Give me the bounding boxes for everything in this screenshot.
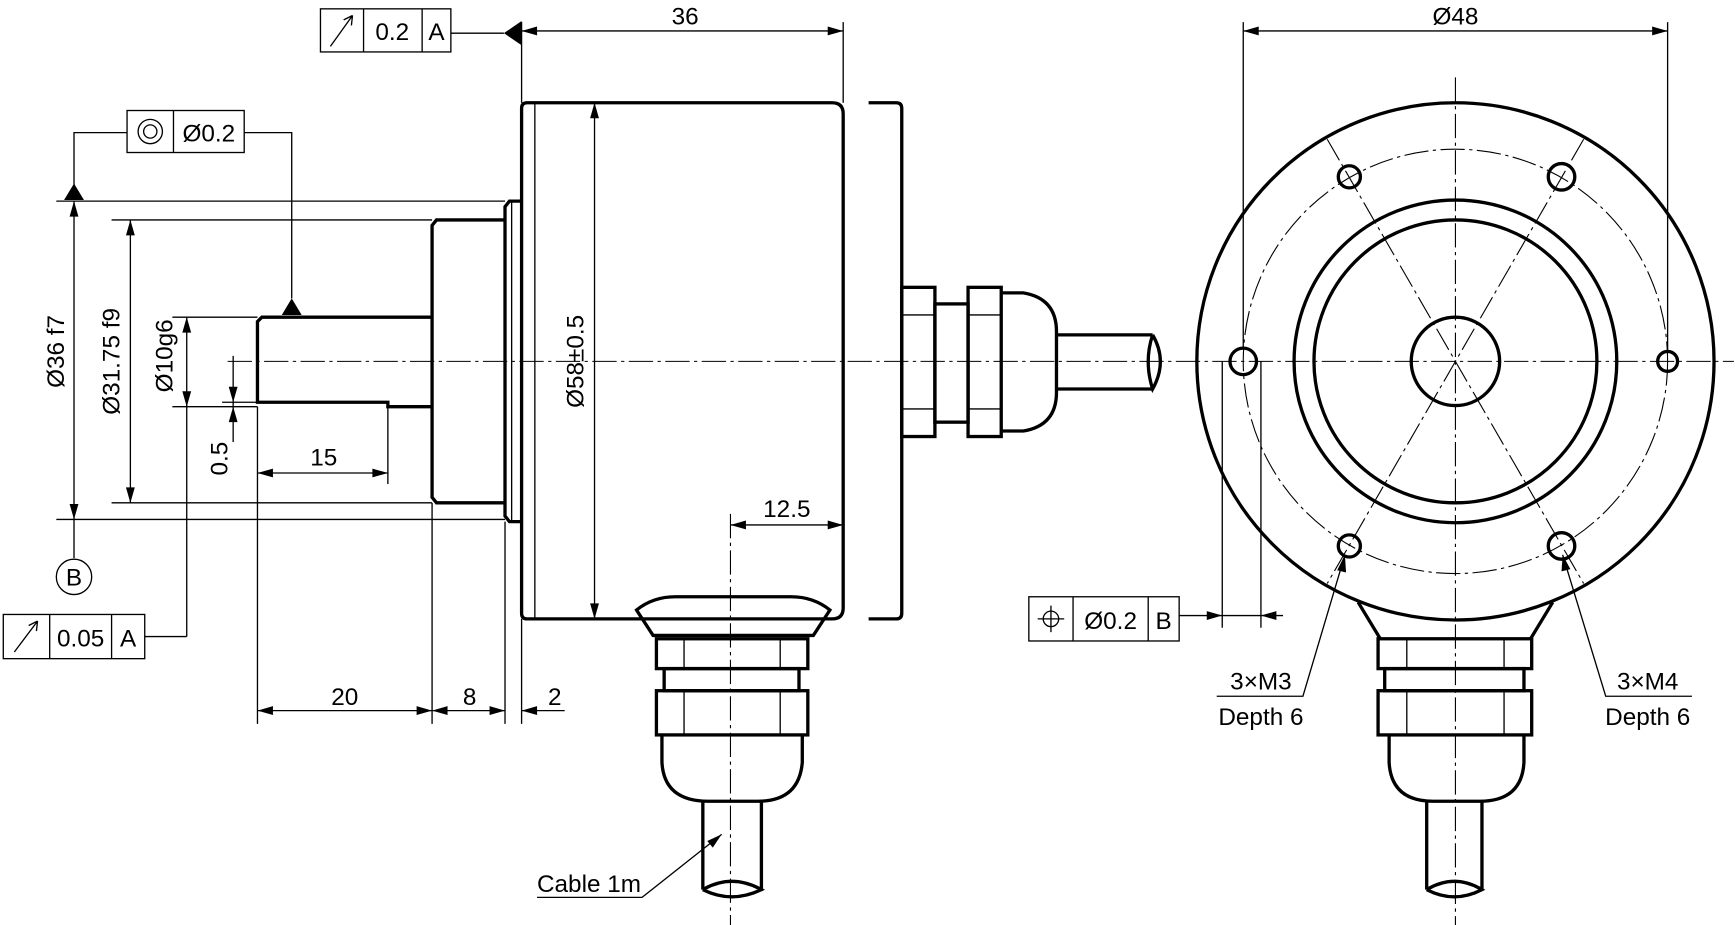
m4-depth-label: Depth 6 <box>1605 704 1690 731</box>
m3-depth-label: Depth 6 <box>1218 704 1303 731</box>
position-frame: Ø0.2 B <box>1028 596 1180 642</box>
thread-note-m3: 3×M3 Depth 6 <box>1216 554 1347 731</box>
cable-note: Cable 1m <box>537 833 723 899</box>
thread-note-m4: 3×M4 Depth 6 <box>1561 554 1692 731</box>
dim-flat-length: 15 <box>310 444 337 471</box>
side-cable-gland <box>900 285 1163 439</box>
hole <box>1336 164 1363 190</box>
runout-frame-bottom: 0.05 A <box>2 613 187 660</box>
dim-gland-offset: 12.5 <box>763 496 810 523</box>
dim-flange-diameter: Ø36 f7 <box>43 315 70 388</box>
m4-thread-label: 3×M4 <box>1617 669 1678 696</box>
dim-body-length: 36 <box>672 3 699 30</box>
dim-bolt-circle: Ø48 <box>1432 3 1478 30</box>
bottom-cable-gland <box>634 595 833 899</box>
cable-label: Cable 1m <box>537 871 641 898</box>
hole <box>1546 161 1577 192</box>
front-view <box>1195 101 1716 899</box>
runout-top-datum: A <box>428 19 445 46</box>
dim-body-diameter: Ø58±0.5 <box>562 315 589 408</box>
dimension-lines <box>56 22 1669 724</box>
runout-icon <box>13 620 39 653</box>
concentricity-value: Ø0.2 <box>182 120 235 147</box>
position-icon <box>1037 605 1065 633</box>
datum-b-label: B <box>66 565 82 592</box>
concentricity-frame: Ø0.2 <box>64 109 302 315</box>
runout-bottom-value: 0.05 <box>57 626 104 653</box>
encoder-body <box>519 101 845 621</box>
dimension-labels: 36 Ø58±0.5 Ø36 f7 Ø31.75 f9 Ø10g6 0.5 15… <box>43 3 1478 711</box>
concentricity-icon <box>137 118 164 145</box>
mounting-holes <box>1228 161 1680 561</box>
hub <box>430 218 506 505</box>
dim-shaft-diameter: Ø10g6 <box>151 319 178 392</box>
position-value: Ø0.2 <box>1084 608 1137 635</box>
runout-icon <box>329 14 354 47</box>
dim-flat-depth: 0.5 <box>207 442 234 476</box>
runout-frame-top: 0.2 A <box>319 8 522 53</box>
side-view <box>255 101 1163 899</box>
m3-thread-label: 3×M3 <box>1230 669 1291 696</box>
dim-shaft-length: 20 <box>331 684 358 711</box>
position-datum: B <box>1156 608 1172 635</box>
hole <box>1546 531 1577 561</box>
runout-top-value: 0.2 <box>375 19 409 46</box>
dim-hub-length: 8 <box>463 684 477 711</box>
hole <box>1336 533 1363 559</box>
datum-b: B <box>55 558 93 596</box>
dim-hub-diameter: Ø31.75 f9 <box>98 308 125 415</box>
runout-bottom-datum: A <box>120 626 137 653</box>
dim-flange-length: 2 <box>548 684 562 711</box>
